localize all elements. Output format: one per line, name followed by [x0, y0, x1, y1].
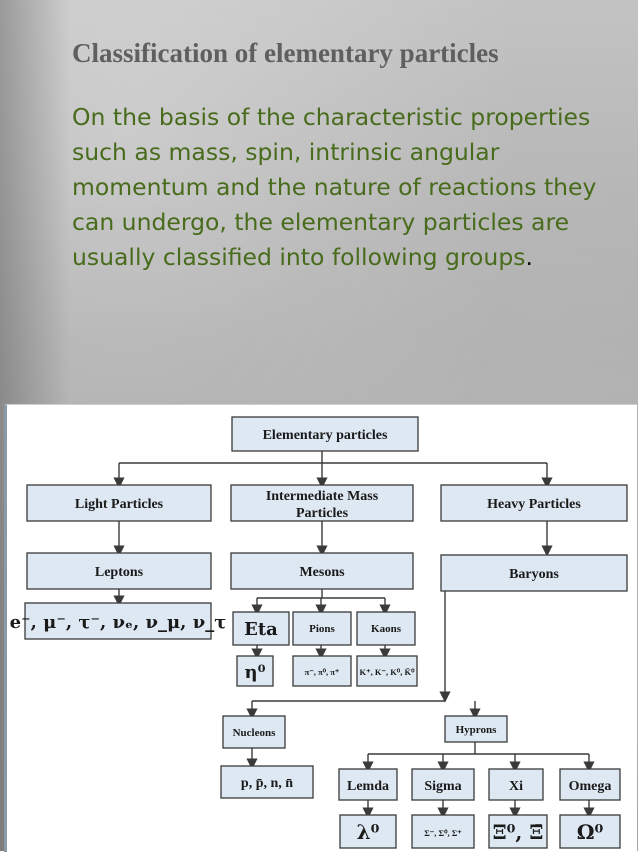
pions-label: Pions — [309, 623, 335, 635]
classification-diagram: Elementary particles Light Particles Int… — [10, 416, 628, 849]
node-omega-members: Ω⁰ — [559, 814, 621, 849]
node-lemda: Lemda — [338, 768, 398, 801]
node-mesons: Mesons — [230, 552, 414, 590]
slide-title: Classification of elementary particles — [72, 38, 499, 68]
node-heavy: Heavy Particles — [440, 484, 628, 522]
node-root: Elementary particles — [231, 416, 419, 452]
body-text: On the basis of the characteristic prope… — [72, 103, 597, 271]
xi-members-label: Ξ⁰, Ξ̄ — [493, 820, 544, 844]
light-label: Light Particles — [75, 497, 164, 512]
body-period: . — [525, 243, 533, 271]
node-lepton-members: e⁻, μ⁻, τ⁻, νₑ, ν_μ, ν_τ — [10, 602, 227, 640]
node-kaons: Kaons — [356, 611, 416, 646]
lemda-members-label: λ⁰ — [357, 820, 380, 844]
heavy-label: Heavy Particles — [487, 497, 581, 512]
intermediate-label-2: Particles — [296, 506, 349, 521]
node-sigma-members: Σ⁻, Σ⁰, Σ⁺ — [411, 814, 475, 849]
node-pions: Pions — [292, 611, 352, 646]
sigma-members-label: Σ⁻, Σ⁰, Σ⁺ — [424, 828, 462, 838]
kaon-members-label: K⁺, K⁻, K⁰, K̄⁰ — [360, 667, 416, 677]
baryons-label: Baryons — [509, 567, 559, 582]
eta-members-label: η⁰ — [245, 662, 266, 683]
eta-label: Eta — [244, 619, 278, 640]
node-eta: Eta — [232, 611, 290, 646]
hyperons-label: Hyprons — [456, 724, 497, 736]
leptons-label: Leptons — [95, 565, 144, 580]
node-sigma: Sigma — [411, 768, 475, 801]
node-pion-members: π⁻, π⁰, π⁺ — [292, 655, 352, 687]
node-intermediate: Intermediate Mass Particles — [230, 484, 414, 522]
xi-label: Xi — [509, 779, 523, 794]
node-kaon-members: K⁺, K⁻, K⁰, K̄⁰ — [356, 655, 418, 687]
node-eta-members: η⁰ — [236, 655, 274, 687]
pion-members-label: π⁻, π⁰, π⁺ — [305, 667, 340, 677]
node-hyperons: Hyprons — [444, 715, 508, 743]
kaons-label: Kaons — [371, 623, 402, 635]
lemda-label: Lemda — [347, 779, 389, 794]
omega-members-label: Ω⁰ — [577, 820, 604, 844]
node-lemda-members: λ⁰ — [339, 814, 397, 849]
intermediate-label-1: Intermediate Mass — [266, 489, 379, 504]
node-xi: Xi — [488, 768, 544, 801]
connectors — [113, 451, 595, 819]
node-nucleon-members: p, p̄, n, n̄ — [220, 765, 314, 799]
nucleons-label: Nucleons — [233, 727, 277, 739]
node-leptons: Leptons — [26, 552, 212, 590]
node-baryons: Baryons — [440, 554, 628, 592]
node-omega: Omega — [559, 768, 621, 801]
omega-label: Omega — [569, 779, 612, 794]
lepton-members-label: e⁻, μ⁻, τ⁻, νₑ, ν_μ, ν_τ — [10, 612, 227, 633]
nucleon-members-label: p, p̄, n, n̄ — [241, 776, 293, 791]
node-nucleons: Nucleons — [222, 715, 286, 749]
sigma-label: Sigma — [424, 779, 461, 794]
diagram-panel: Elementary particles Light Particles Int… — [4, 404, 637, 852]
node-xi-members: Ξ⁰, Ξ̄ — [488, 814, 548, 849]
mesons-label: Mesons — [299, 565, 345, 580]
slide-body: On the basis of the characteristic prope… — [72, 100, 602, 275]
root-label: Elementary particles — [263, 428, 388, 443]
node-light: Light Particles — [26, 484, 212, 522]
